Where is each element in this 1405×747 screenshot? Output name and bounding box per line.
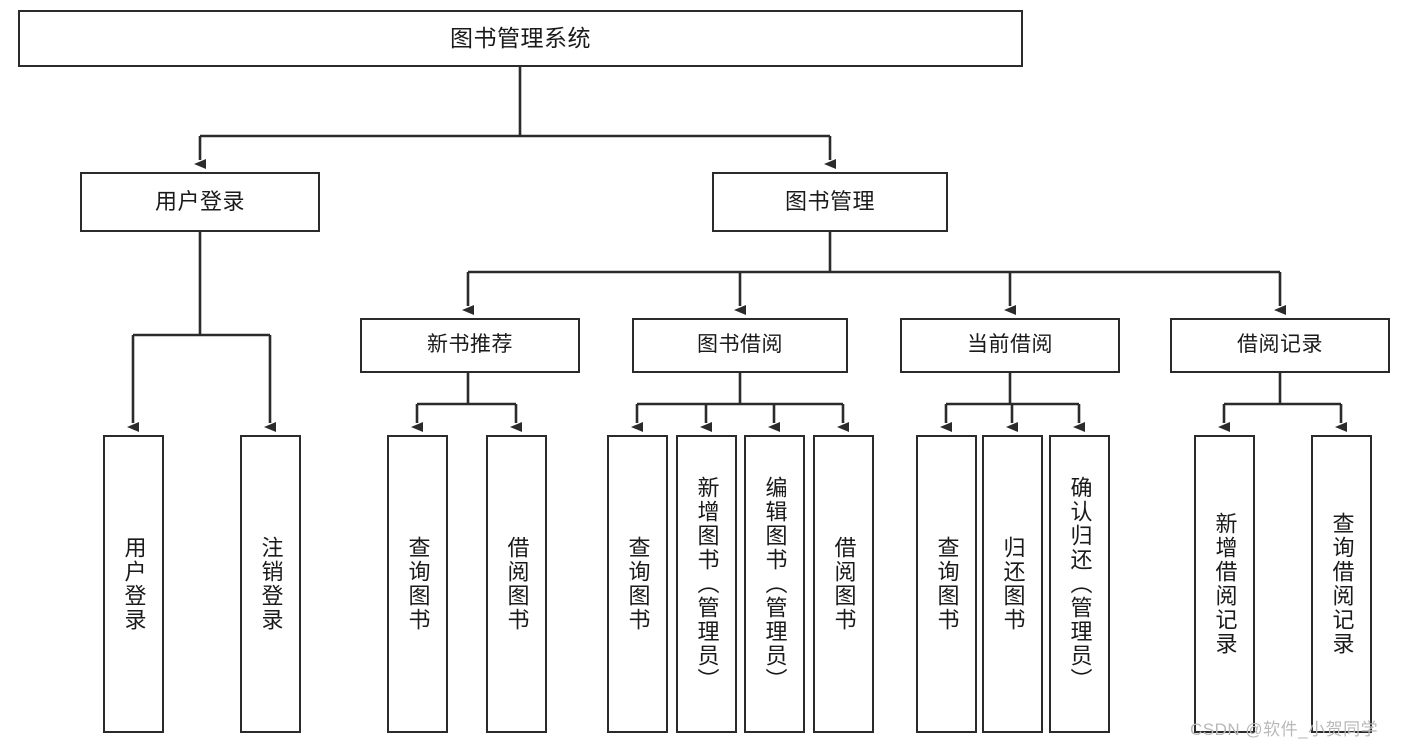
leaf-borrow-book-recommend-label: 借阅图书	[504, 536, 530, 632]
leaf-return-book[interactable]: 归还图书	[982, 435, 1043, 733]
leaf-query-book-current[interactable]: 查询图书	[916, 435, 977, 733]
node-root-label: 图书管理系统	[450, 25, 591, 52]
leaf-query-borrow-record-label: 查询借阅记录	[1329, 512, 1355, 656]
node-current-borrow[interactable]: 当前借阅	[900, 318, 1120, 373]
node-borrow-record-label: 借阅记录	[1237, 333, 1323, 357]
node-book-borrow[interactable]: 图书借阅	[632, 318, 848, 373]
leaf-edit-book-admin[interactable]: 编辑图书（管理员）	[744, 435, 805, 733]
node-book-management[interactable]: 图书管理	[712, 172, 948, 232]
node-new-book-recommend[interactable]: 新书推荐	[360, 318, 580, 373]
node-borrow-record[interactable]: 借阅记录	[1170, 318, 1390, 373]
node-new-book-recommend-label: 新书推荐	[427, 333, 513, 357]
leaf-return-book-label: 归还图书	[1000, 536, 1026, 632]
leaf-query-borrow-record[interactable]: 查询借阅记录	[1311, 435, 1372, 733]
leaf-user-login-label: 用户登录	[121, 536, 147, 632]
leaf-query-book-borrow[interactable]: 查询图书	[607, 435, 668, 733]
leaf-query-book-current-label: 查询图书	[934, 536, 960, 632]
leaf-query-book-recommend[interactable]: 查询图书	[387, 435, 448, 733]
leaf-query-book-borrow-label: 查询图书	[625, 536, 651, 632]
leaf-borrow-book-recommend[interactable]: 借阅图书	[486, 435, 547, 733]
leaf-edit-book-admin-label: 编辑图书（管理员）	[762, 476, 788, 692]
leaf-logout[interactable]: 注销登录	[240, 435, 301, 733]
leaf-borrow-book-label: 借阅图书	[831, 536, 857, 632]
leaf-add-book-admin-label: 新增图书（管理员）	[694, 476, 720, 692]
watermark-text: CSDN @软件_小贺同学	[1190, 720, 1379, 739]
leaf-user-login[interactable]: 用户登录	[103, 435, 164, 733]
node-current-borrow-label: 当前借阅	[967, 333, 1053, 357]
node-user-login-label: 用户登录	[154, 189, 245, 215]
leaf-add-book-admin[interactable]: 新增图书（管理员）	[676, 435, 737, 733]
leaf-add-borrow-record[interactable]: 新增借阅记录	[1194, 435, 1255, 733]
leaf-logout-label: 注销登录	[258, 536, 284, 632]
leaf-borrow-book[interactable]: 借阅图书	[813, 435, 874, 733]
node-book-borrow-label: 图书借阅	[697, 333, 783, 357]
node-book-management-label: 图书管理	[784, 189, 875, 215]
leaf-query-book-recommend-label: 查询图书	[405, 536, 431, 632]
leaf-confirm-return-admin[interactable]: 确认归还（管理员）	[1049, 435, 1110, 733]
leaf-add-borrow-record-label: 新增借阅记录	[1212, 512, 1238, 656]
leaf-confirm-return-admin-label: 确认归还（管理员）	[1067, 476, 1093, 692]
node-root[interactable]: 图书管理系统	[18, 10, 1023, 67]
node-user-login[interactable]: 用户登录	[80, 172, 320, 232]
